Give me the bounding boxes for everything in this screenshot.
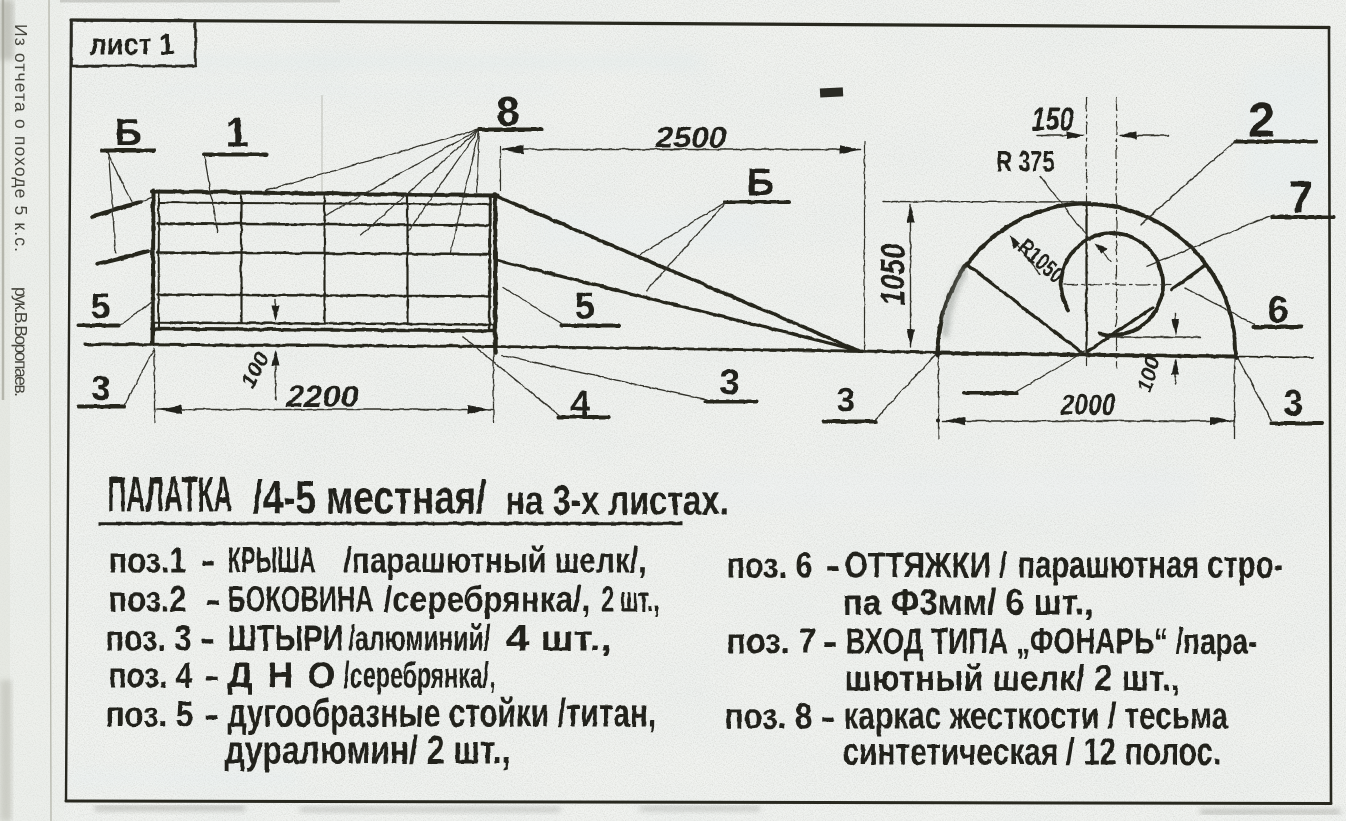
svg-text:поз. 8: поз. 8 (724, 696, 812, 737)
svg-text:рук.В.Воропаев.: рук.В.Воропаев. (11, 287, 31, 397)
svg-text:/серебрянка/,: /серебрянка/, (343, 656, 495, 695)
svg-text:па Ф3мм/ 6 шт.,: па Ф3мм/ 6 шт., (842, 583, 1093, 622)
svg-text:-: - (204, 693, 219, 734)
svg-text:4: 4 (505, 618, 529, 658)
svg-text:ПАЛАТКА: ПАЛАТКА (107, 467, 232, 522)
svg-text:Б: Б (746, 161, 774, 204)
svg-text:3: 3 (91, 369, 110, 407)
svg-text:дуралюмин/ 2 шт.,: дуралюмин/ 2 шт., (224, 727, 510, 772)
svg-text:парашютная стро-: парашютная стро- (1017, 543, 1283, 586)
svg-text:Из отчета о походе 5 к.с.: Из отчета о походе 5 к.с. (11, 24, 31, 252)
svg-text:ШТЫРИ: ШТЫРИ (227, 617, 343, 658)
svg-text:5: 5 (574, 285, 595, 326)
svg-text:5: 5 (90, 285, 110, 326)
svg-text:/алюминий/: /алюминий/ (348, 617, 490, 658)
svg-text:синтетическая / 12 полос.: синтетическая / 12 полос. (842, 731, 1221, 773)
svg-text:3: 3 (836, 381, 854, 418)
svg-text:6: 6 (1267, 289, 1288, 331)
svg-text:БОКОВИНА: БОКОВИНА (227, 579, 373, 619)
svg-text:150: 150 (1031, 101, 1074, 138)
svg-text:поз. 6: поз. 6 (726, 546, 812, 586)
svg-text:ВХОД ТИПА „ФОНАРЬ“ /пара-: ВХОД ТИПА „ФОНАРЬ“ /пара- (845, 621, 1257, 661)
svg-text:поз.1: поз.1 (108, 541, 186, 581)
svg-text:/серебрянка/,: /серебрянка/, (383, 579, 590, 619)
svg-text:4: 4 (570, 382, 590, 423)
svg-text:7: 7 (1288, 171, 1313, 222)
svg-text:поз.2: поз.2 (108, 580, 186, 620)
svg-text:Б: Б (114, 112, 141, 154)
svg-text:поз. 4: поз. 4 (108, 655, 193, 695)
svg-text:-: - (200, 539, 215, 580)
svg-text:дугообразные стойки /титан,: дугообразные стойки /титан, (227, 691, 656, 735)
svg-text:2000: 2000 (1059, 388, 1115, 420)
svg-text:2200: 2200 (285, 379, 359, 413)
svg-text:1: 1 (225, 108, 248, 155)
svg-text:-: - (204, 654, 219, 695)
svg-text:каркас жесткости / тесьма: каркас жесткости / тесьма (843, 695, 1229, 737)
svg-text:шт.,: шт., (540, 619, 611, 659)
svg-text:ДНО: ДНО (227, 654, 349, 695)
svg-text:2500: 2500 (654, 120, 726, 154)
svg-text:поз. 7: поз. 7 (726, 621, 816, 661)
svg-text:-: - (205, 578, 220, 619)
svg-text:-: - (820, 695, 835, 736)
svg-text:3: 3 (1283, 382, 1303, 423)
svg-text:поз. 3: поз. 3 (105, 619, 191, 659)
svg-text:/4-5 местная/: /4-5 местная/ (252, 471, 486, 523)
svg-text:на 3-х листах.: на 3-х листах. (505, 476, 728, 523)
svg-text:2: 2 (1248, 94, 1275, 147)
svg-text:ОТТЯЖКИ /: ОТТЯЖКИ / (844, 544, 1007, 584)
svg-text:3: 3 (719, 361, 739, 402)
svg-text:8: 8 (496, 87, 519, 134)
svg-text:поз. 5: поз. 5 (105, 694, 193, 735)
svg-text:-: - (822, 620, 837, 661)
svg-text:лист 1: лист 1 (89, 28, 174, 62)
svg-text:2 шт.,: 2 шт., (601, 580, 659, 620)
svg-text:/парашютный шелк/,: /парашютный шелк/, (343, 539, 646, 579)
svg-text:-: - (825, 544, 840, 585)
svg-text:КРЫША: КРЫША (227, 541, 315, 581)
svg-text:шютный шелк/ 2 шт.,: шютный шелк/ 2 шт., (844, 659, 1180, 699)
svg-text:1050: 1050 (873, 243, 911, 305)
svg-text:-: - (200, 617, 215, 658)
svg-text:R 375: R 375 (996, 144, 1054, 178)
